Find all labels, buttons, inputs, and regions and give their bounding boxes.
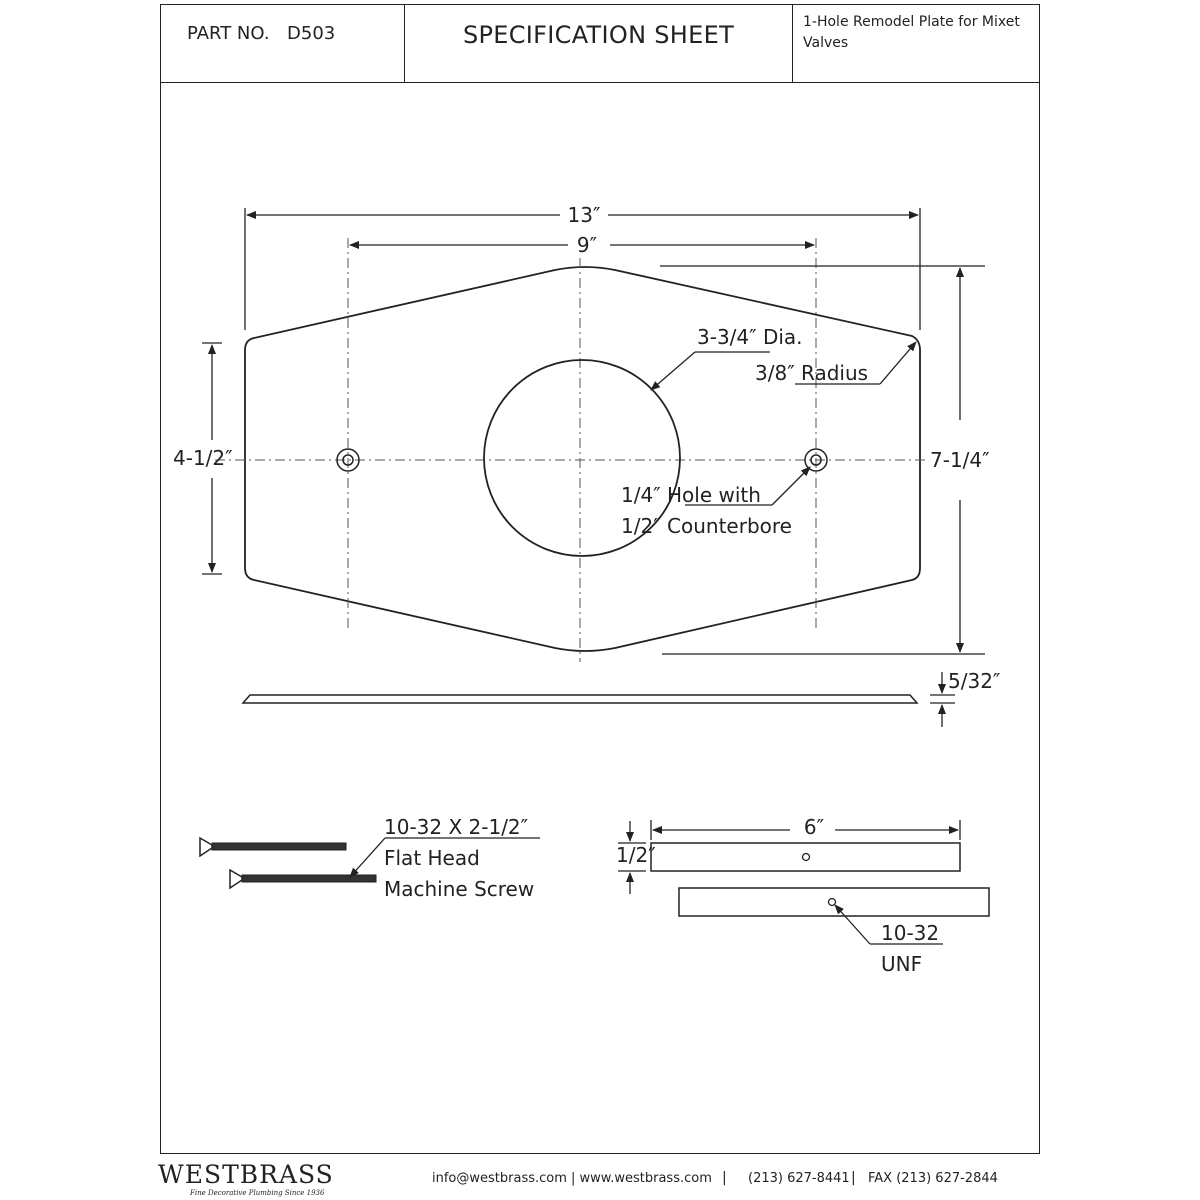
overall-height-label: 7-1/4″ bbox=[930, 448, 990, 472]
title-cell: SPECIFICATION SHEET bbox=[405, 5, 793, 83]
bar-height-dimension bbox=[618, 821, 646, 894]
screw-hole-label-line1: 1/4″ Hole with bbox=[621, 483, 761, 507]
thread-label-line1: 10-32 bbox=[881, 921, 939, 945]
westbrass-logo: WESTBRASS bbox=[158, 1160, 334, 1189]
diameter-label: 3-3/4″ Dia. bbox=[697, 325, 803, 349]
center-hole bbox=[483, 359, 681, 557]
part-number-label: PART NO. bbox=[187, 23, 270, 44]
thread-label-line2: UNF bbox=[881, 952, 922, 976]
screw-hole-leader bbox=[685, 466, 811, 506]
plate-side-profile bbox=[241, 694, 919, 704]
footer-separator: | bbox=[851, 1170, 856, 1186]
center-lines bbox=[215, 238, 925, 662]
bar-hole-lower bbox=[827, 897, 837, 907]
hole-spacing-label: 9″ bbox=[577, 233, 597, 257]
bar-hole-upper bbox=[801, 852, 811, 862]
fax-number: FAX (213) 627-2844 bbox=[868, 1171, 998, 1186]
overall-width-dimension bbox=[244, 208, 921, 330]
screw-hole-label-line2: 1/2″ Counterbore bbox=[621, 514, 792, 538]
part-number-value: D503 bbox=[287, 23, 336, 44]
thickness-label: 5/32″ bbox=[948, 669, 1000, 693]
radius-leader bbox=[795, 341, 917, 385]
side-height-label: 4-1/2″ bbox=[173, 446, 233, 470]
phone-number[interactable]: (213) 627-8441 bbox=[748, 1171, 850, 1186]
diameter-leader bbox=[650, 351, 770, 391]
overall-width-label: 13″ bbox=[568, 203, 601, 227]
brand-tagline: Fine Decorative Plumbing Since 1936 bbox=[190, 1189, 325, 1197]
screw-kind-label: Machine Screw bbox=[384, 877, 534, 901]
screw-hole-left bbox=[336, 448, 360, 472]
plate-outline bbox=[244, 266, 921, 652]
product-description: 1-Hole Remodel Plate for Mixet Valves bbox=[803, 14, 1020, 51]
screw-lower bbox=[229, 868, 377, 890]
overall-height-dimension bbox=[660, 265, 985, 655]
screw-spec-label: 10-32 X 2-1/2″ bbox=[384, 815, 528, 839]
email-website[interactable]: info@westbrass.com | www.westbrass.com bbox=[432, 1171, 712, 1186]
sheet-title: SPECIFICATION SHEET bbox=[462, 21, 735, 49]
bar-length-dimension bbox=[650, 820, 961, 840]
bar-height-label: 1/2″ bbox=[616, 843, 656, 867]
description-cell: 1-Hole Remodel Plate for Mixet Valves bbox=[793, 5, 1039, 83]
radius-label: 3/8″ Radius bbox=[755, 361, 868, 385]
footer-separator: | bbox=[722, 1170, 727, 1186]
thread-leader bbox=[834, 904, 943, 945]
footer: WESTBRASS Fine Decorative Plumbing Since… bbox=[0, 1158, 1200, 1200]
side-height-dimension bbox=[202, 342, 222, 575]
screw-leader bbox=[349, 837, 540, 878]
part-number-cell: PART NO. D503 bbox=[161, 5, 405, 83]
screw-hole-right bbox=[804, 448, 828, 472]
spec-sheet-frame: PART NO. D503 SPECIFICATION SHEET 1-Hole… bbox=[160, 4, 1040, 1154]
thickness-dimension bbox=[930, 672, 955, 727]
screw-upper bbox=[199, 836, 347, 858]
mounting-bar-upper bbox=[650, 842, 961, 872]
screw-type-label: Flat Head bbox=[384, 846, 480, 870]
bar-length-label: 6″ bbox=[804, 815, 824, 839]
mounting-bar-lower bbox=[678, 887, 990, 917]
